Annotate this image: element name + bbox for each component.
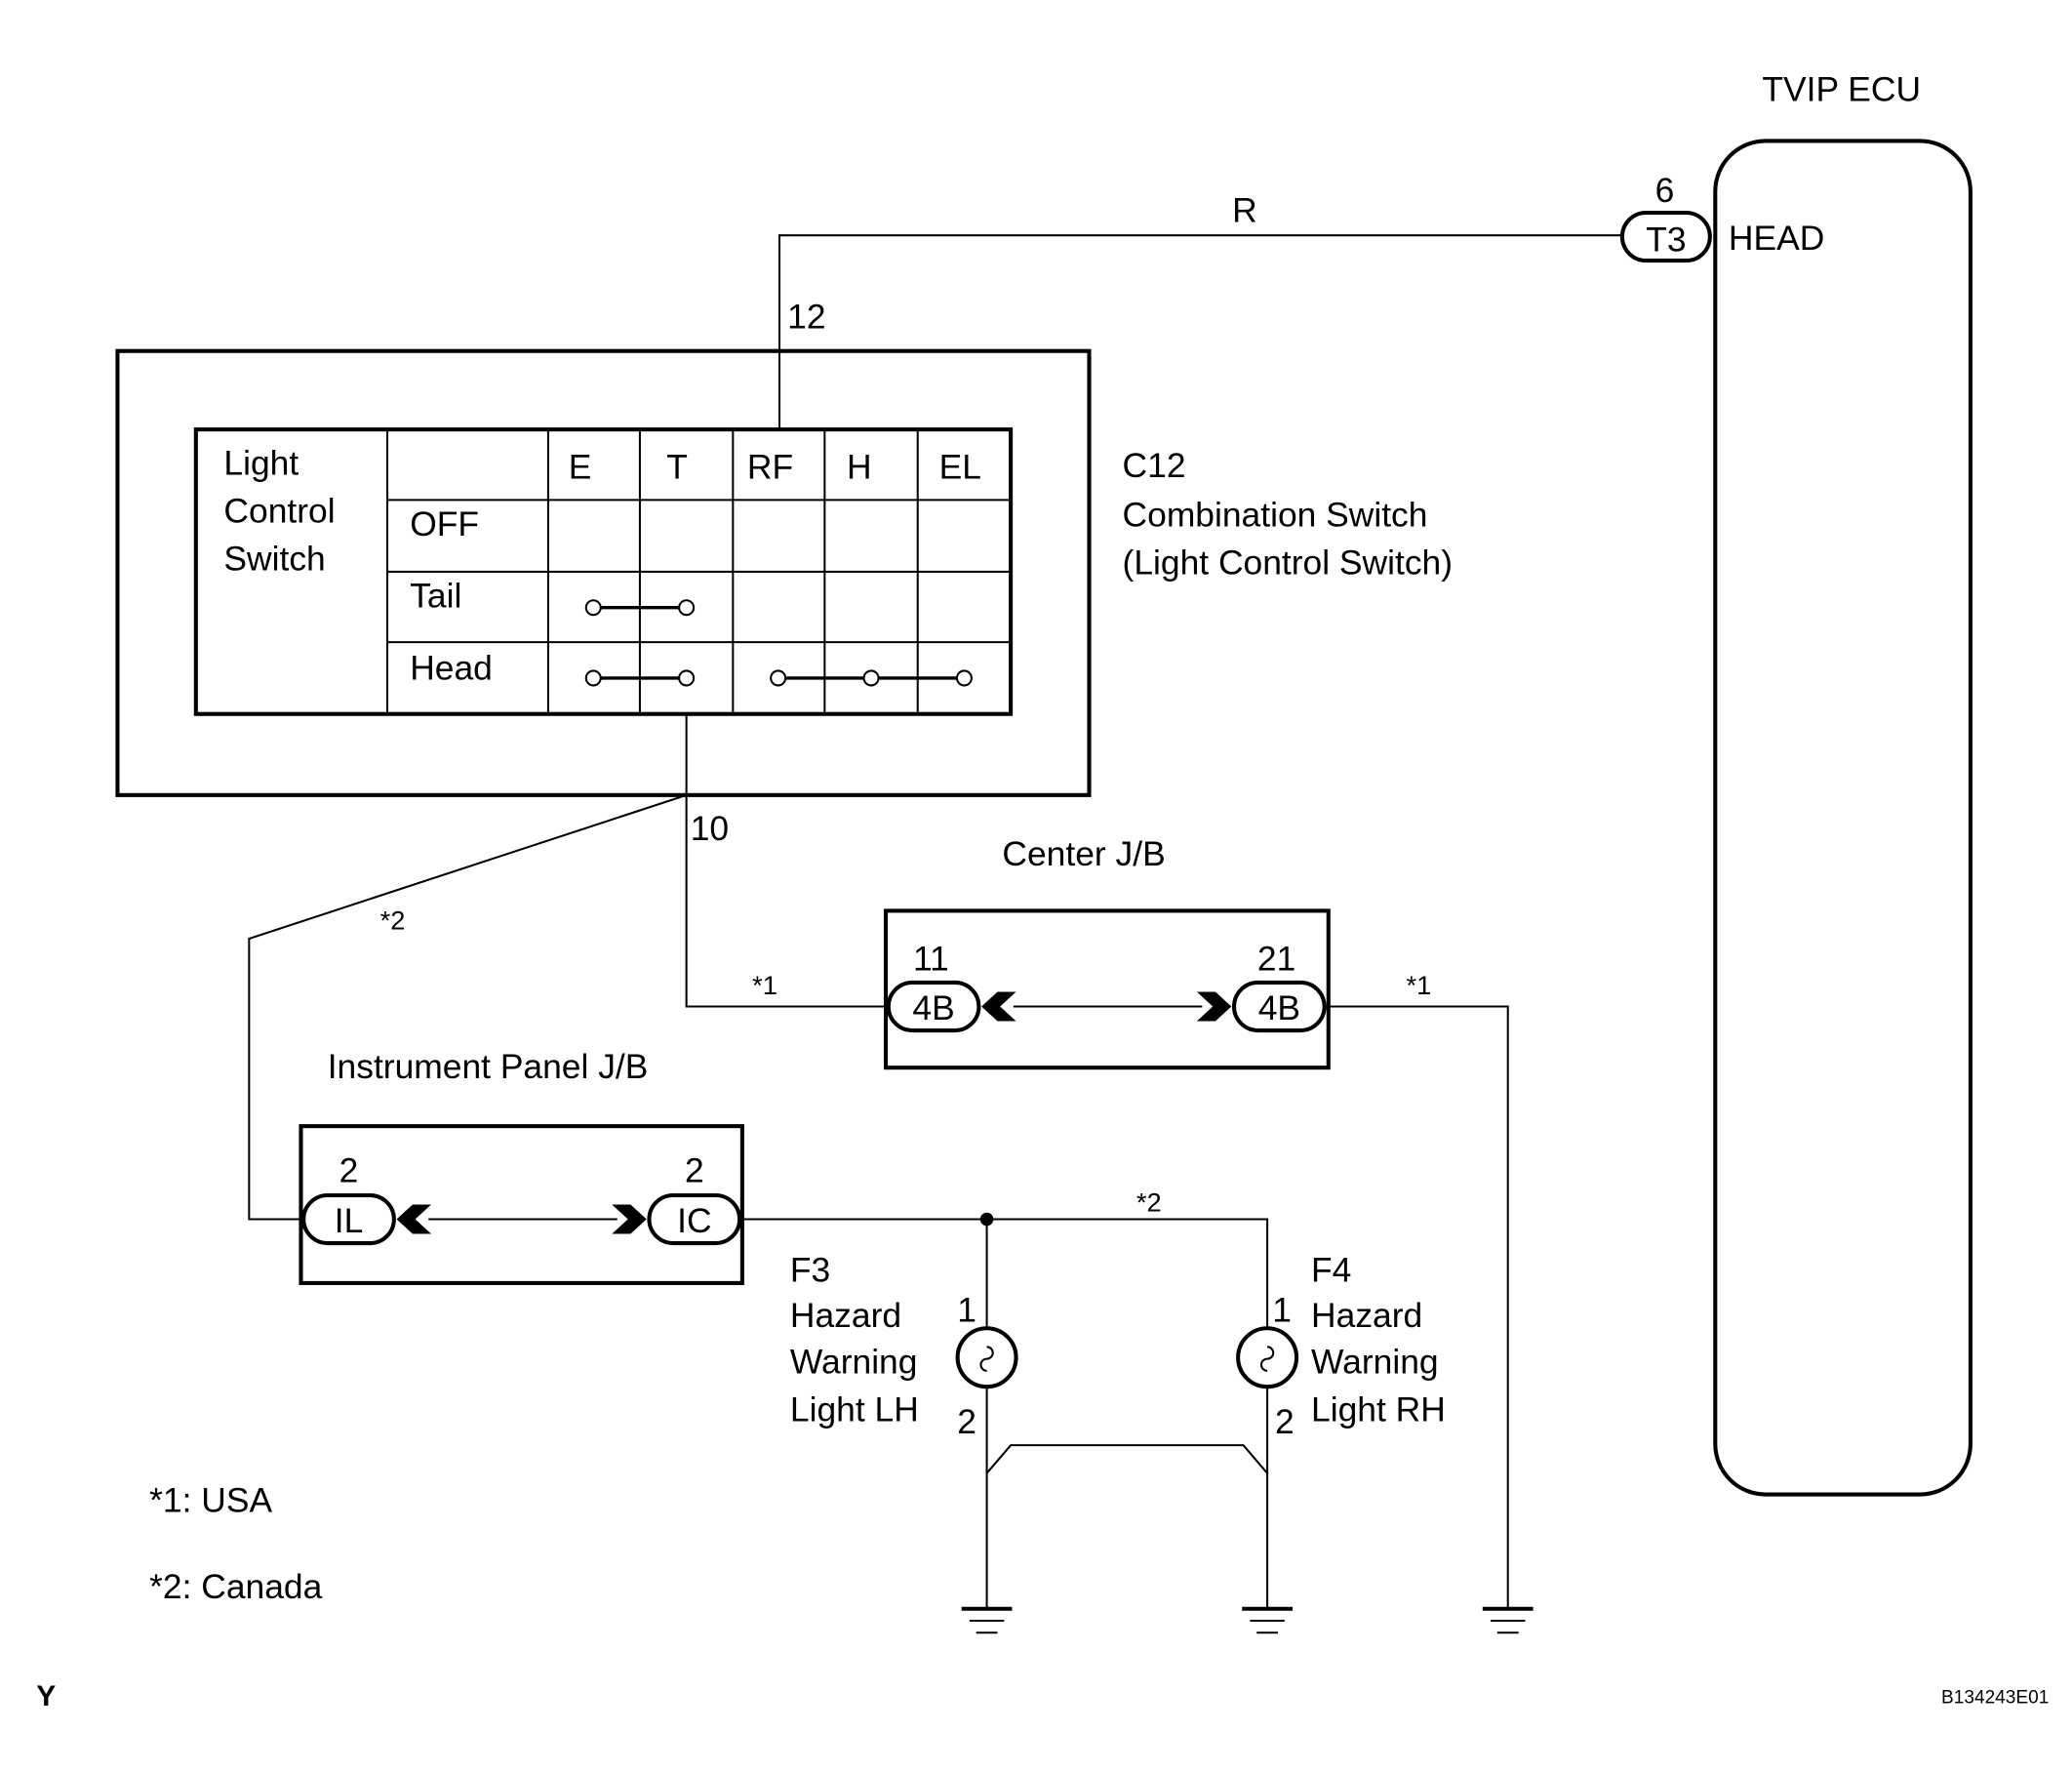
ecu-connector: [1619, 210, 1712, 263]
center-jb-title: Center J/B: [1002, 834, 1165, 873]
ecu-title: TVIP ECU: [1762, 70, 1921, 109]
ip-jb-left-connector-label: IL: [335, 1201, 364, 1240]
f4-lamp-icon: [1236, 1326, 1299, 1389]
table-column-rf: RF: [747, 448, 793, 487]
ip-jb-box: [299, 1124, 744, 1285]
table-column-t: T: [666, 448, 688, 487]
f4-code: F4: [1311, 1251, 1351, 1290]
table-title-line3: Switch: [223, 540, 325, 579]
continuity-head-e-t: [584, 669, 696, 687]
ecu-pin-number: 6: [1655, 171, 1675, 210]
ip-jb-title: Instrument Panel J/B: [328, 1047, 649, 1086]
wire-usa-to-center-jb: [685, 794, 889, 1008]
table-title-line2: Control: [223, 492, 335, 531]
f3-code: F3: [790, 1251, 830, 1290]
f4-name-line1: Hazard: [1311, 1296, 1422, 1335]
ip-jb-left-pin: 2: [339, 1150, 359, 1189]
ground-icon-f4: [1242, 1606, 1293, 1634]
corner-letter: Y: [36, 1680, 56, 1712]
figure-id: B134243E01: [1941, 1688, 2049, 1709]
f4-name-line2: Warning: [1311, 1343, 1439, 1382]
f3-pin-bottom: 2: [957, 1402, 976, 1441]
center-jb-left-connector: [886, 980, 981, 1033]
f3-filament-icon: [979, 1346, 994, 1372]
table-row-tail: Tail: [410, 577, 461, 616]
combination-switch-box: [115, 348, 1092, 797]
ip-jb-chevrons: [396, 1204, 647, 1234]
switch-table: [193, 427, 1014, 716]
ip-jb-left-connector: [301, 1192, 396, 1246]
f4-pin-top: 1: [1272, 1290, 1292, 1329]
center-jb-box: [883, 908, 1331, 1070]
table-column-el: EL: [939, 448, 981, 487]
wire-usa-to-ground: [1324, 1005, 1509, 1609]
ground-icon-usa: [1482, 1606, 1534, 1634]
f4-name-line3: Light RH: [1311, 1390, 1446, 1429]
f3-name-line2: Warning: [790, 1343, 918, 1382]
switch-name-line2: (Light Control Switch): [1123, 543, 1453, 583]
note-usa: *1: USA: [149, 1480, 272, 1519]
center-jb-chevrons: [981, 991, 1232, 1022]
center-jb-right-pin: 21: [1257, 940, 1295, 979]
note-ip-right: *2: [1136, 1187, 1162, 1217]
switch-code: C12: [1123, 446, 1186, 485]
center-jb-right-connector-label: 4B: [1258, 988, 1300, 1027]
table-column-e: E: [569, 448, 592, 487]
note-ip-left: *2: [380, 905, 406, 935]
wire-color-label: R: [1232, 191, 1257, 230]
switch-pin-12: 12: [787, 298, 825, 337]
f3-name-line3: Light LH: [790, 1390, 919, 1429]
wire-canada-to-ip-jb: [248, 793, 687, 1221]
ip-jb-right-pin: 2: [685, 1150, 704, 1189]
f4-filament-icon: [1259, 1346, 1275, 1372]
note-center-left: *1: [752, 970, 777, 1000]
ecu-connector-label: T3: [1646, 221, 1686, 260]
table-column-h: H: [847, 448, 872, 487]
f3-name-line1: Hazard: [790, 1296, 901, 1335]
ecu-terminal-label: HEAD: [1729, 219, 1824, 258]
f3-pin-top: 1: [957, 1290, 976, 1329]
table-row-off: OFF: [410, 504, 479, 543]
continuity-tail-e-t: [584, 599, 696, 617]
table-title-line1: Light: [223, 443, 299, 482]
continuity-head-rf-h-el: [770, 669, 973, 687]
switch-pin-10: 10: [691, 809, 729, 848]
switch-name-line1: Combination Switch: [1123, 496, 1428, 535]
center-jb-left-connector-label: 4B: [912, 988, 954, 1027]
f3-lamp-icon: [955, 1326, 1018, 1389]
ground-icon-f3: [961, 1606, 1013, 1634]
center-jb-left-pin: 11: [913, 940, 949, 979]
f4-pin-bottom: 2: [1275, 1402, 1295, 1441]
ip-jb-right-connector-label: IC: [677, 1201, 711, 1240]
table-row-head: Head: [410, 648, 493, 687]
note-canada: *2: Canada: [149, 1567, 322, 1606]
wire-lamp-jumper: [985, 1444, 1268, 1474]
center-jb-right-connector: [1231, 980, 1327, 1033]
note-center-right: *1: [1407, 970, 1432, 1000]
ecu-box: [1713, 139, 1972, 1497]
wire-head-signal: [777, 234, 1622, 428]
wire-ic-to-lamps: [739, 1218, 1269, 1329]
